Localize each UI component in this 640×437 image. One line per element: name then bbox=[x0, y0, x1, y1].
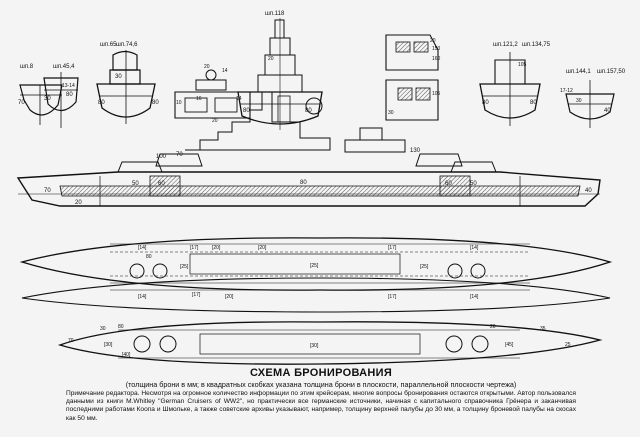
boxed-armor: [17] bbox=[388, 294, 397, 300]
boxed-armor: [30] bbox=[310, 343, 319, 349]
section-frame-144: шп.144,1 шп.157,50 17-12 40 30 bbox=[560, 69, 626, 128]
boxed-armor: [20] bbox=[258, 245, 267, 251]
armor-value: 80 bbox=[530, 100, 537, 106]
armor-value: 20 bbox=[430, 38, 436, 44]
boxed-armor: [14] bbox=[138, 294, 147, 300]
armor-value: 80 bbox=[305, 108, 312, 114]
frame-label-65: шп.65 bbox=[100, 42, 117, 48]
boxed-armor: [20] bbox=[225, 294, 234, 300]
armor-value: 50 bbox=[470, 181, 477, 187]
armor-value: 25 bbox=[565, 342, 571, 348]
frame-label-144: шп.144,1 bbox=[566, 69, 591, 75]
boxed-armor: [17] bbox=[190, 245, 199, 251]
caption-subtitle: (толщина брони в мм; в квадратных скобка… bbox=[125, 380, 517, 389]
armor-value: 13-14 bbox=[62, 83, 75, 89]
armor-value: 80 bbox=[66, 92, 73, 98]
armor-value: 70 bbox=[44, 188, 51, 194]
armor-value: 80 bbox=[152, 100, 159, 106]
section-frame-65: шп.65 шп.74,6 80 80 30 bbox=[96, 42, 159, 124]
armor-value: 14 bbox=[222, 68, 228, 74]
boxed-armor: [17] bbox=[388, 245, 397, 251]
armor-value: 130 bbox=[410, 148, 421, 154]
armor-value: 17-12 bbox=[560, 88, 573, 94]
boxed-armor: [25] bbox=[420, 264, 429, 270]
frame-label-121: шп.121,2 bbox=[493, 42, 518, 48]
armor-value: 20 bbox=[490, 324, 496, 330]
frame-label-157: шп.157,50 bbox=[597, 69, 626, 75]
ship-side-profile: 70 100 70 50 60 80 60 50 130 40 20 bbox=[16, 91, 601, 207]
deck-plan-middle: [14] [17] [20] [17] [14] bbox=[21, 277, 611, 313]
armor-value: 30 bbox=[100, 326, 106, 332]
armor-value: 30 bbox=[115, 74, 122, 80]
frame-label-74: шп.74,6 bbox=[116, 42, 138, 48]
armor-value: 40 bbox=[604, 108, 611, 114]
armor-value: 70 bbox=[68, 338, 74, 344]
armor-value: 80 bbox=[118, 324, 124, 330]
editor-note: Примечание редактора. Несмотря на огромн… bbox=[66, 390, 576, 422]
boxed-armor: [17] bbox=[192, 292, 201, 298]
boxed-armor: [30] bbox=[104, 342, 113, 348]
boxed-armor: [25] bbox=[310, 263, 319, 269]
armor-value: 40 bbox=[585, 188, 592, 194]
boxed-armor: [25] bbox=[180, 264, 189, 270]
armor-value: 80 bbox=[243, 108, 250, 114]
armor-value: 30 bbox=[576, 98, 582, 104]
armor-value: 80 bbox=[146, 254, 152, 260]
caption-title: СХЕМА БРОНИРОВАНИЯ bbox=[249, 367, 393, 379]
armor-value: 20 bbox=[212, 118, 218, 124]
frame-label-118: шп.118 bbox=[265, 11, 285, 17]
armor-value: 105 bbox=[432, 91, 441, 97]
armor-value: 70 bbox=[18, 100, 25, 106]
armor-value: 100 bbox=[156, 154, 167, 160]
armor-value: 60 bbox=[445, 181, 452, 187]
boxed-armor: [20] bbox=[212, 245, 221, 251]
boxed-armor: [40] bbox=[122, 352, 131, 358]
armor-value: 20 bbox=[204, 64, 210, 70]
armor-value: 16 bbox=[196, 96, 202, 102]
armor-value: 20 bbox=[75, 200, 82, 206]
armor-value: 20 bbox=[268, 56, 274, 62]
boxed-armor: [45] bbox=[505, 342, 514, 348]
frame-label-134: шп.134,75 bbox=[522, 42, 551, 48]
armor-value: 10 bbox=[176, 100, 182, 106]
section-frame-121: шп.121,2 шп.134,75 80 80 105 bbox=[479, 42, 551, 126]
turret-plan-detail: 20 150 160 105 30 bbox=[385, 34, 441, 121]
frame-label-45: шп.45,4 bbox=[53, 64, 75, 70]
armor-value: 80 bbox=[98, 100, 105, 106]
boxed-armor: [14] bbox=[138, 245, 147, 251]
caption-block: СХЕМА БРОНИРОВАНИЯ (толщина брони в мм; … bbox=[66, 367, 576, 423]
armor-value: 150 bbox=[432, 46, 441, 52]
armor-value: 35 bbox=[540, 326, 546, 332]
armor-value: 80 bbox=[300, 180, 307, 186]
armor-value: 80 bbox=[482, 100, 489, 106]
armor-value: 60 bbox=[158, 181, 165, 187]
armor-value: 30 bbox=[388, 110, 394, 116]
armor-value: 50 bbox=[132, 181, 139, 187]
boxed-armor: [14] bbox=[470, 294, 479, 300]
frame-label-8: шп.8 bbox=[20, 64, 34, 70]
section-frame-45: 80 bbox=[43, 72, 79, 128]
deck-plan-upper: [14] [17] [20] [20] [17] [14] [25] [25] … bbox=[19, 237, 613, 291]
armor-value: 105 bbox=[518, 62, 527, 68]
boxed-armor: [14] bbox=[470, 245, 479, 251]
section-frame-118: шп.118 80 80 20 bbox=[237, 11, 323, 130]
armor-value: 160 bbox=[432, 56, 441, 62]
deck-plan-lower: 70 30 80 [30] [40] [30] [45] 35 25 20 bbox=[57, 321, 603, 365]
armor-value: 70 bbox=[176, 152, 183, 158]
